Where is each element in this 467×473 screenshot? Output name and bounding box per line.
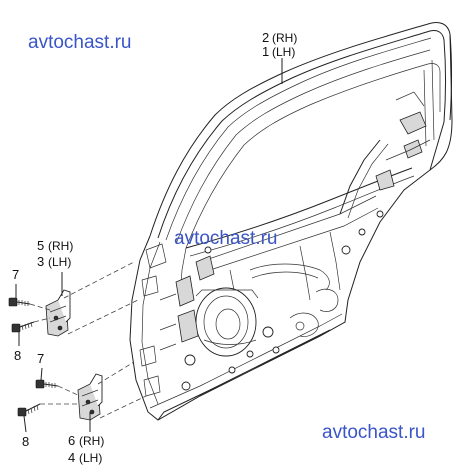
callout-5-rh: 5 (RH) [37,238,73,253]
callout-lh-label: (LH) [272,45,295,59]
callout-8-upper: 8 [14,348,21,363]
callout-7-upper: 7 [12,267,19,282]
bolt-8-upper [11,321,35,333]
callout-rh-label: (RH) [272,31,297,45]
alignment-lines [29,261,147,419]
upper-hinge [45,289,71,337]
callout-lh-label: (LH) [79,451,102,465]
callout-2: 2 [262,30,269,45]
callout-2-rh: 2 (RH) [262,30,297,45]
callout-1: 1 [262,44,269,59]
callout-rh-label: (RH) [79,434,104,448]
bolt-7-lower [35,379,59,389]
watermark-top-left: avtochast.ru [28,32,132,53]
callout-6-rh: 6 (RH) [68,433,104,448]
callout-7-lower: 7 [37,351,44,366]
callout-lh-label: (LH) [48,255,71,269]
door-inner-panel [129,91,445,421]
callout-rh-label: (RH) [48,239,73,253]
callout-4: 4 [68,450,75,465]
callout-5: 5 [37,238,44,253]
door-frame [149,21,453,249]
callout-3: 3 [37,254,44,269]
watermark-center: avtochast.ru [174,228,278,249]
bolt-7-upper [8,297,31,307]
leader-lines [15,58,283,433]
watermark-bottom-right: avtochast.ru [322,422,426,443]
bolt-8-lower [17,403,41,417]
callout-6: 6 [68,433,75,448]
callout-4-lh: 4 (LH) [68,450,102,465]
lower-hinge [77,373,103,421]
callout-8-lower: 8 [22,434,29,449]
callout-3-lh: 3 (LH) [37,254,71,269]
callout-1-lh: 1 (LH) [262,44,295,59]
